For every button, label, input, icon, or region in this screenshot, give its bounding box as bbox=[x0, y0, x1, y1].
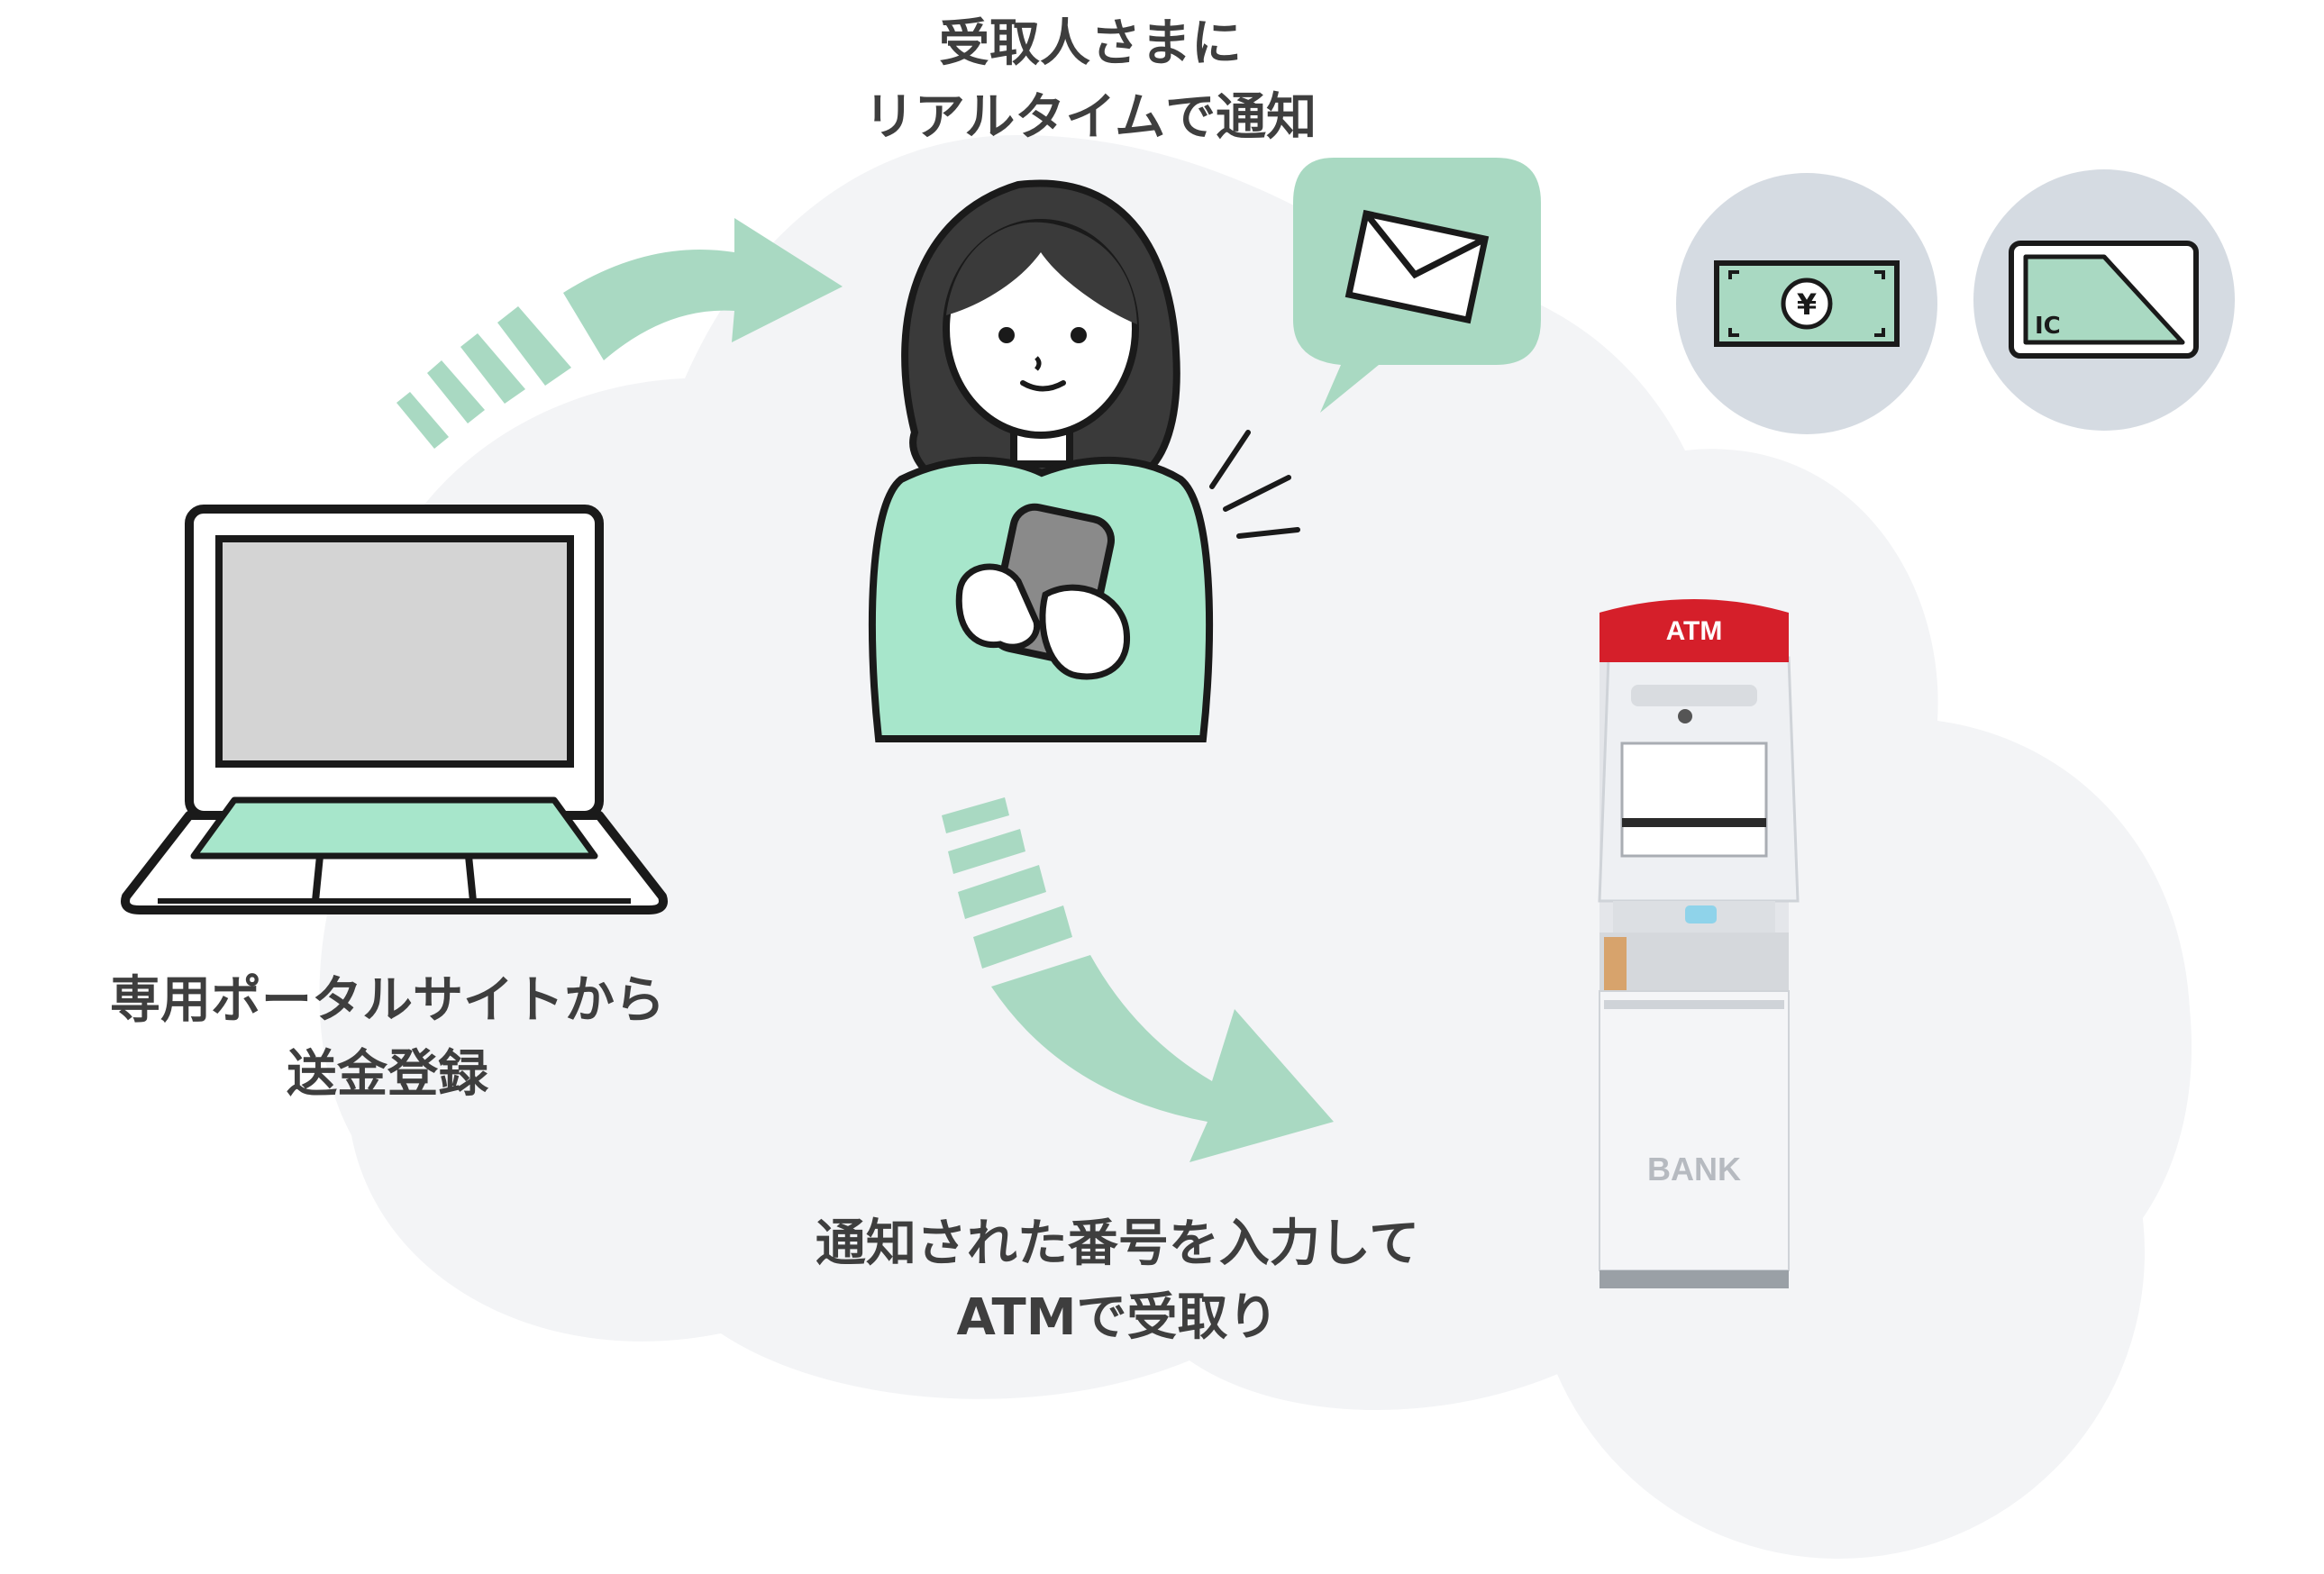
atm-withdrawal-label: 通知された番号を入力して ATMで受取り bbox=[766, 1207, 1469, 1355]
label-line: リアルタイムで通知 bbox=[863, 88, 1317, 147]
atm-machine-icon: ATM BANK bbox=[1598, 599, 1800, 1288]
yen-symbol: ¥ bbox=[1797, 287, 1817, 322]
ic-card-icon: IC bbox=[1973, 169, 2235, 431]
ic-label: IC bbox=[2035, 313, 2061, 340]
recipient-person-icon bbox=[868, 179, 1300, 742]
label-line: 通知された番号を入力して bbox=[815, 1215, 1420, 1273]
atm-header-label: ATM bbox=[1666, 616, 1723, 646]
label-line: 送金登録 bbox=[287, 1045, 488, 1104]
envelope-icon bbox=[1344, 209, 1490, 324]
label-line: 専用ポータルサイトから bbox=[110, 971, 665, 1030]
arrow-to-recipient-icon bbox=[396, 218, 843, 449]
recipient-notification-label: 受取人さまに リアルタイムで通知 bbox=[766, 7, 1415, 155]
label-line: 受取人さまに bbox=[939, 14, 1242, 73]
bank-logo-label: BANK bbox=[1647, 1151, 1741, 1187]
arrow-to-atm-icon bbox=[942, 797, 1334, 1162]
label-line: ATMで受取り bbox=[956, 1288, 1279, 1347]
mail-notification-icon bbox=[1293, 158, 1541, 413]
cash-icon: ¥ bbox=[1676, 173, 1937, 434]
laptop-icon bbox=[121, 505, 668, 914]
portal-registration-label: 専用ポータルサイトから 送金登録 bbox=[63, 964, 712, 1112]
